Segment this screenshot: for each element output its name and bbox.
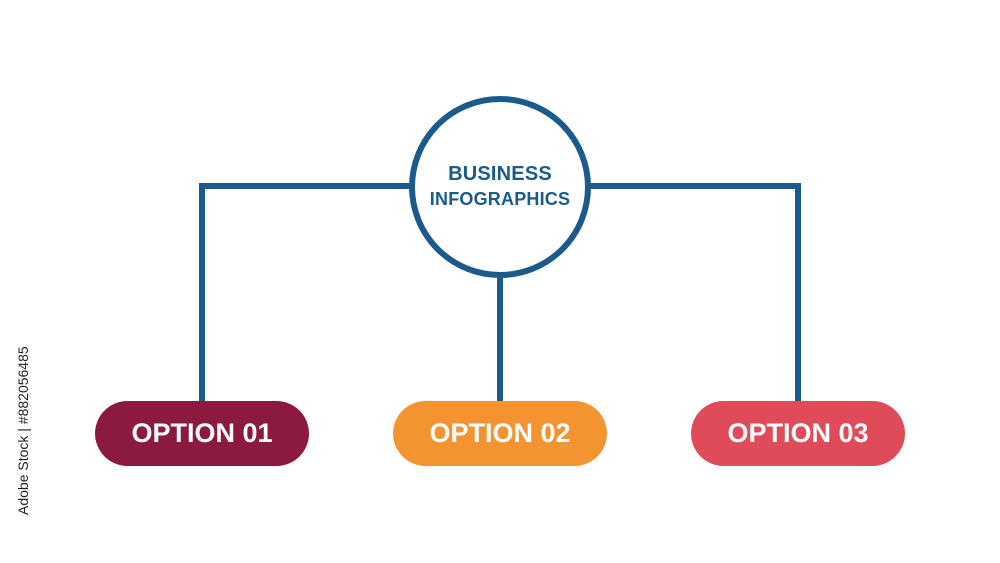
hub-title-line1: BUSINESS [448, 163, 552, 185]
hub-circle: BUSINESS INFOGRAPHICS [409, 96, 591, 278]
connector-left [199, 183, 416, 402]
hub-title-line2: INFOGRAPHICS [429, 189, 571, 209]
option-02-pill: OPTION 02 [393, 401, 607, 466]
option-03-pill: OPTION 03 [691, 401, 905, 466]
stock-watermark-id: Adobe Stock | #882056485 [15, 346, 31, 516]
connector-right [584, 183, 801, 402]
option-01-pill: OPTION 01 [95, 401, 309, 466]
